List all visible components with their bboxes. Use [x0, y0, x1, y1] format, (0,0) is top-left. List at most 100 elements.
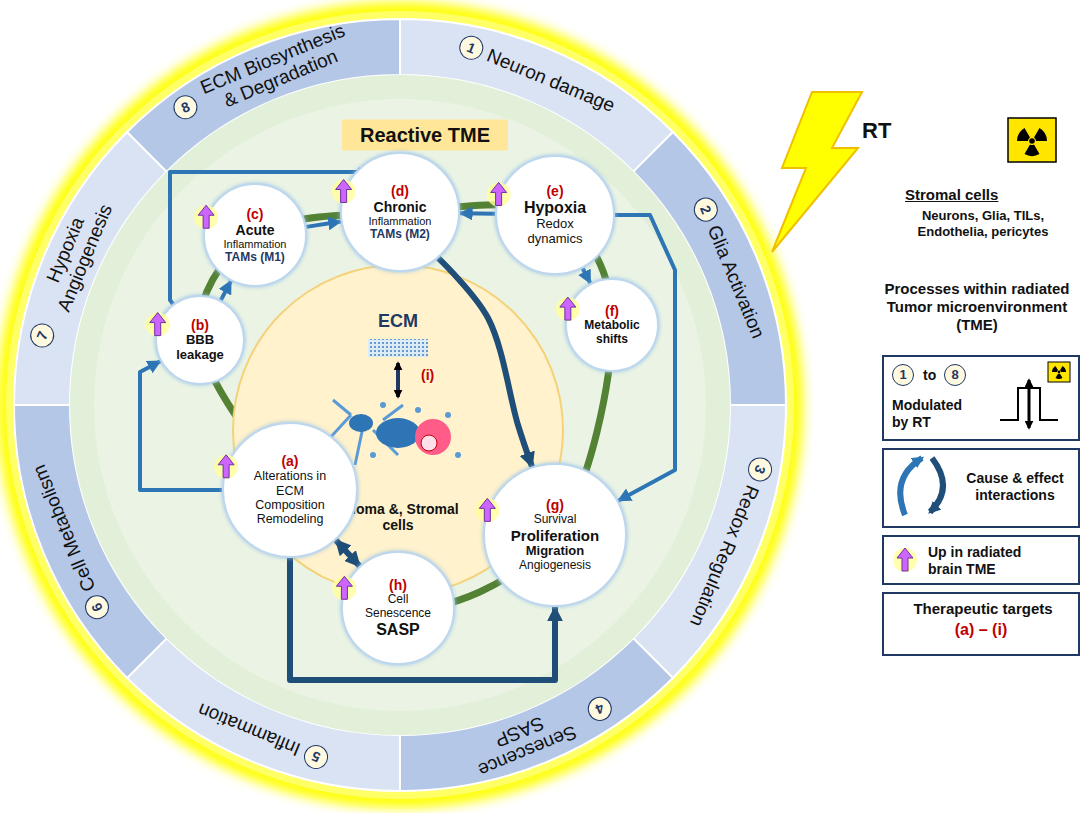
up-arrow	[897, 548, 913, 571]
target-tag: (i)	[421, 367, 434, 383]
target-tag: (d)	[391, 183, 409, 199]
up-arrow	[337, 577, 353, 600]
circle-label: Metabolic shifts	[577, 319, 647, 347]
arrow-glow	[893, 548, 917, 572]
trefoil-dot	[1058, 371, 1061, 374]
process-circle: (e)HypoxiaRedox dynamics	[495, 155, 615, 275]
target-tag: (b)	[191, 317, 209, 333]
circle-label: TAMs (M1)	[225, 251, 285, 265]
box-title: Reactive TME	[360, 124, 490, 147]
callout-number: 3	[744, 453, 775, 484]
process-circle: (c)AcuteInflammationTAMs (M1)	[203, 183, 307, 287]
group-heading: Stromal cells	[905, 186, 998, 204]
circle-heading: Chronic	[374, 199, 427, 215]
process-circle: (a)Alterations in ECM Composition Remode…	[222, 422, 358, 558]
cell-illustration	[233, 265, 563, 595]
group-members: Neurons, Glia, TILs, Endothelia, pericyt…	[888, 208, 1078, 239]
legend-box: Therapeutic targets	[882, 592, 1080, 656]
target-tag: (c)	[246, 206, 263, 222]
up-arrow-icon	[893, 548, 917, 572]
ring-segment: 5Inflammation	[195, 697, 332, 772]
circle-text-stack: (c)AcuteInflammationTAMs (M1)	[224, 206, 287, 265]
legend-text: Therapeutic targets	[884, 600, 1082, 618]
up-arrow	[491, 182, 507, 205]
circle-text-stack: (b)BBB leakage	[169, 317, 231, 363]
target-tag: (f)	[605, 303, 619, 319]
up-arrow-marker	[222, 422, 358, 558]
ring-segment: 6Cell Metabolism	[27, 461, 112, 623]
thick-arrow	[438, 258, 532, 467]
arrow-glow	[475, 498, 499, 522]
arrow-glow	[146, 313, 170, 337]
cell-fragment	[370, 452, 376, 458]
segment-label: Redox Regulation	[686, 482, 763, 630]
segment-label: Glia Activation	[703, 223, 768, 342]
trefoil-blade	[1025, 144, 1040, 156]
double-arrow	[1028, 380, 1031, 428]
ecm-matrix	[368, 339, 428, 357]
trefoil-blade	[1052, 366, 1058, 372]
center-circle: ECM (i) Glioma &, Stromal cells	[233, 265, 563, 595]
radiation-trefoil	[1052, 366, 1066, 379]
circle-heading: Proliferation	[511, 527, 599, 544]
trefoil-blade	[1034, 128, 1047, 141]
cell-fragment	[415, 407, 421, 413]
cell-label: Glioma &, Stromal cells	[333, 501, 463, 533]
flow-arrow	[170, 169, 362, 305]
up-arrow	[198, 205, 214, 228]
cell-process	[373, 430, 398, 455]
flow-arrow	[140, 361, 222, 490]
ring-glow	[6, 11, 794, 799]
target-tag: (a)	[281, 453, 298, 469]
trefoil-blade	[1056, 374, 1063, 379]
legend-box: Cause & effect interactions	[882, 448, 1080, 528]
up-arrow	[479, 498, 495, 521]
cause-arrow	[900, 458, 922, 515]
callout-number: 8	[944, 364, 966, 386]
process-circle: (f)Metabolic shifts	[565, 278, 660, 373]
ring-segment: 2Glia Activation	[690, 194, 770, 342]
flow-arrow	[460, 211, 495, 216]
callout-number: 4	[584, 693, 615, 724]
cell-process	[333, 400, 351, 415]
legend-text: Cause & effect interactions	[954, 470, 1076, 504]
legend-text: Up in radiated brain TME	[928, 544, 1048, 578]
trefoil-blade	[1017, 128, 1030, 141]
ring-segment: 4Senescence SASP	[455, 685, 619, 785]
arrow-glow	[333, 577, 357, 601]
inner-disk	[70, 75, 730, 735]
circle-label: Cell Senescence	[358, 593, 438, 621]
callout-number: 5	[301, 741, 332, 772]
cell-fragment	[380, 402, 386, 408]
callout-number: 7	[27, 320, 58, 351]
circle-text-stack: (e)HypoxiaRedox dynamics	[520, 183, 590, 247]
circle-label: Alterations in ECM Composition Remodelin…	[240, 469, 340, 527]
green-ring-path	[199, 205, 612, 609]
circle-heading: Acute	[236, 222, 275, 238]
arrow-glow	[214, 455, 238, 479]
green-ring	[199, 205, 612, 609]
circle-text-stack: (a)Alterations in ECM Composition Remode…	[240, 453, 340, 527]
circle-heading: Hypoxia	[524, 199, 586, 217]
thick-arrow	[336, 540, 360, 566]
ring-segment: 1Neuron damage	[455, 32, 618, 118]
cell-process	[328, 415, 351, 440]
radiation-trefoil	[1017, 128, 1047, 156]
ring-segment: 3Redox Regulation	[684, 453, 775, 629]
cell-body	[415, 419, 451, 455]
circle-text-stack: (d)ChronicInflammationTAMs (M2)	[369, 183, 432, 242]
ring-segment: 7Hypoxia Angiogenesis	[18, 182, 122, 355]
arrow-glow	[487, 182, 511, 206]
ring-art	[6, 11, 794, 799]
up-arrow-marker	[483, 463, 627, 607]
up-arrow	[218, 455, 234, 478]
ecm-label: ECM	[378, 311, 418, 332]
arrow-glow	[194, 205, 218, 229]
legend-box: Modulated by RT	[882, 355, 1080, 441]
up-arrow-marker	[565, 278, 660, 373]
